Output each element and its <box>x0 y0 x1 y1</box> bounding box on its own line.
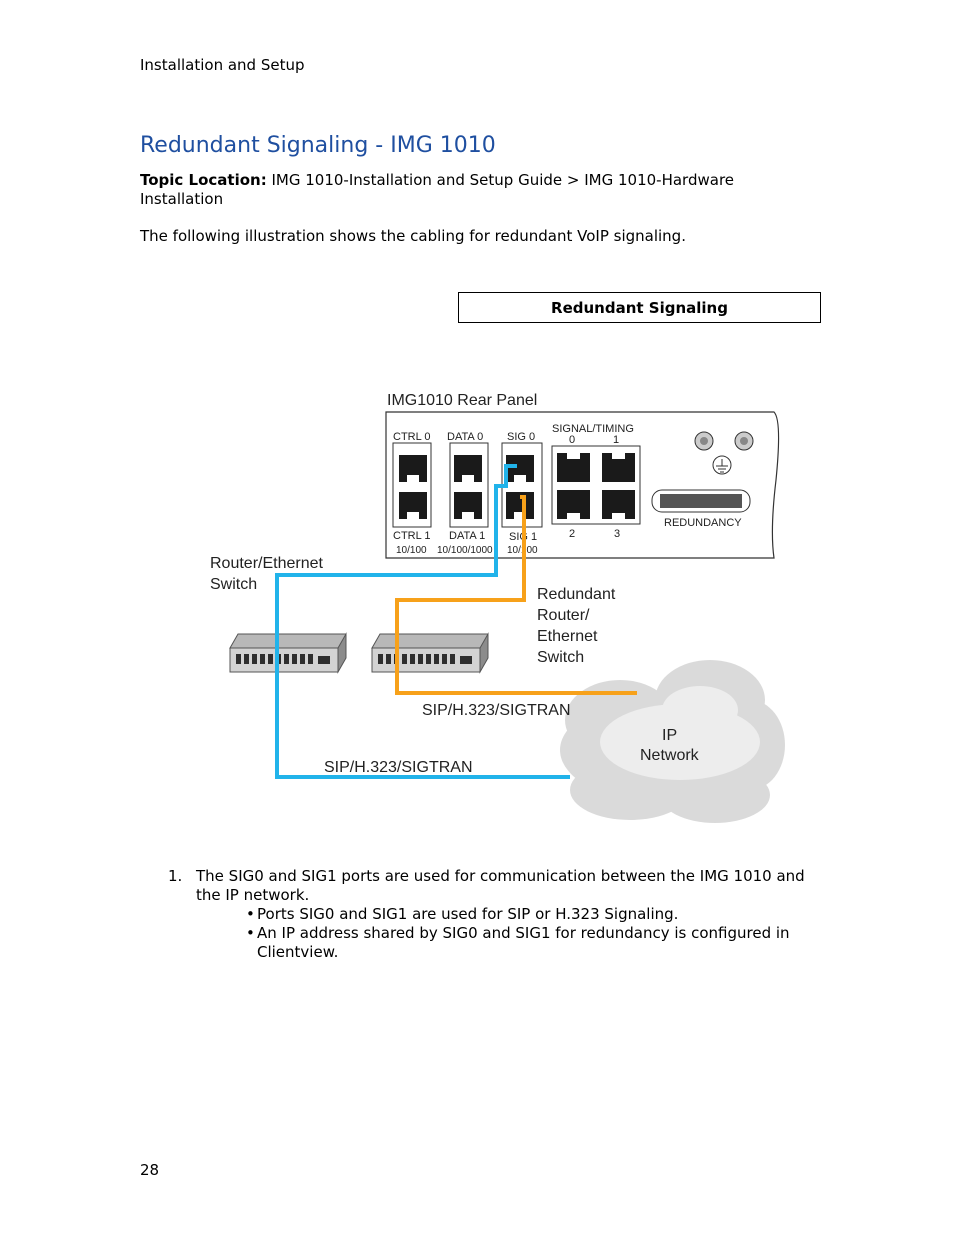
figure-caption: Redundant Signaling <box>458 292 821 323</box>
redundancy-connector-icon <box>651 489 751 513</box>
router-ethernet-switch-icon <box>229 632 347 674</box>
orange-protocol-label: SIP/H.323/SIGTRAN <box>422 702 571 719</box>
cabling-diagram: IMG1010 Rear Panel CTRL 0 DATA 0 SIG 0 S… <box>210 392 785 823</box>
ip-network-label-line2: Network <box>640 747 700 764</box>
blue-signaling-cable <box>275 464 570 779</box>
ip-network-label-line1: IP <box>662 727 677 744</box>
bullet-list: •Ports SIG0 and SIG1 are used for SIP or… <box>246 905 816 962</box>
list-number: 1. <box>168 867 183 885</box>
router-switch-label-line1: Router/Ethernet <box>210 555 324 572</box>
signal-timing-label: SIGNAL/TIMING <box>552 423 634 435</box>
topic-location: Topic Location: IMG 1010-Installation an… <box>140 171 820 209</box>
st1-label: 1 <box>613 434 619 446</box>
coax-connectors-icon <box>694 431 754 451</box>
page-number: 28 <box>140 1161 160 1179</box>
topic-location-path: IMG 1010-Installation and Setup Guide > … <box>140 171 735 208</box>
st3-label: 3 <box>614 528 620 540</box>
st2-label: 2 <box>569 528 575 540</box>
rear-panel-title: IMG1010 Rear Panel <box>387 392 537 409</box>
page-title: Redundant Signaling - IMG 1010 <box>140 133 496 158</box>
bullet-item: •Ports SIG0 and SIG1 are used for SIP or… <box>246 905 816 924</box>
sig0-label: SIG 0 <box>507 431 535 443</box>
data-speed-label: 10/100/1000 <box>437 545 493 556</box>
bullet-icon: • <box>246 924 255 942</box>
intro-paragraph: The following illustration shows the cab… <box>140 227 686 245</box>
ctrl-speed-label: 10/100 <box>396 545 427 556</box>
redundant-switch-label-line1: Redundant <box>537 586 616 603</box>
data1-label: DATA 1 <box>449 530 485 542</box>
numbered-list: 1. The SIG0 and SIG1 ports are used for … <box>168 867 828 962</box>
running-header: Installation and Setup <box>140 56 305 74</box>
ctrl0-label: CTRL 0 <box>393 431 431 443</box>
list-item: 1. The SIG0 and SIG1 ports are used for … <box>168 867 828 962</box>
data0-label: DATA 0 <box>447 431 483 443</box>
redundancy-label: REDUNDANCY <box>664 517 742 529</box>
ip-network-cloud <box>560 660 785 823</box>
bullet-item: •An IP address shared by SIG0 and SIG1 f… <box>246 924 816 962</box>
redundant-switch-icon <box>371 632 489 674</box>
st0-label: 0 <box>569 434 575 446</box>
bullet-text: Ports SIG0 and SIG1 are used for SIP or … <box>257 905 679 923</box>
rear-panel: IMG1010 Rear Panel CTRL 0 DATA 0 SIG 0 S… <box>385 392 780 559</box>
bullet-text: An IP address shared by SIG0 and SIG1 fo… <box>257 924 790 961</box>
redundant-switch-label-line4: Switch <box>537 649 584 666</box>
ground-icon <box>712 455 732 475</box>
topic-location-label: Topic Location: <box>140 171 267 189</box>
bullet-icon: • <box>246 905 255 923</box>
blue-protocol-label: SIP/H.323/SIGTRAN <box>324 759 473 776</box>
list-item-text: The SIG0 and SIG1 ports are used for com… <box>196 867 805 904</box>
redundant-switch-label-line2: Router/ <box>537 607 590 624</box>
orange-signaling-cable <box>395 495 637 695</box>
router-switch-label-line2: Switch <box>210 576 257 593</box>
ctrl1-label: CTRL 1 <box>393 530 431 542</box>
redundant-switch-label-line3: Ethernet <box>537 628 598 645</box>
